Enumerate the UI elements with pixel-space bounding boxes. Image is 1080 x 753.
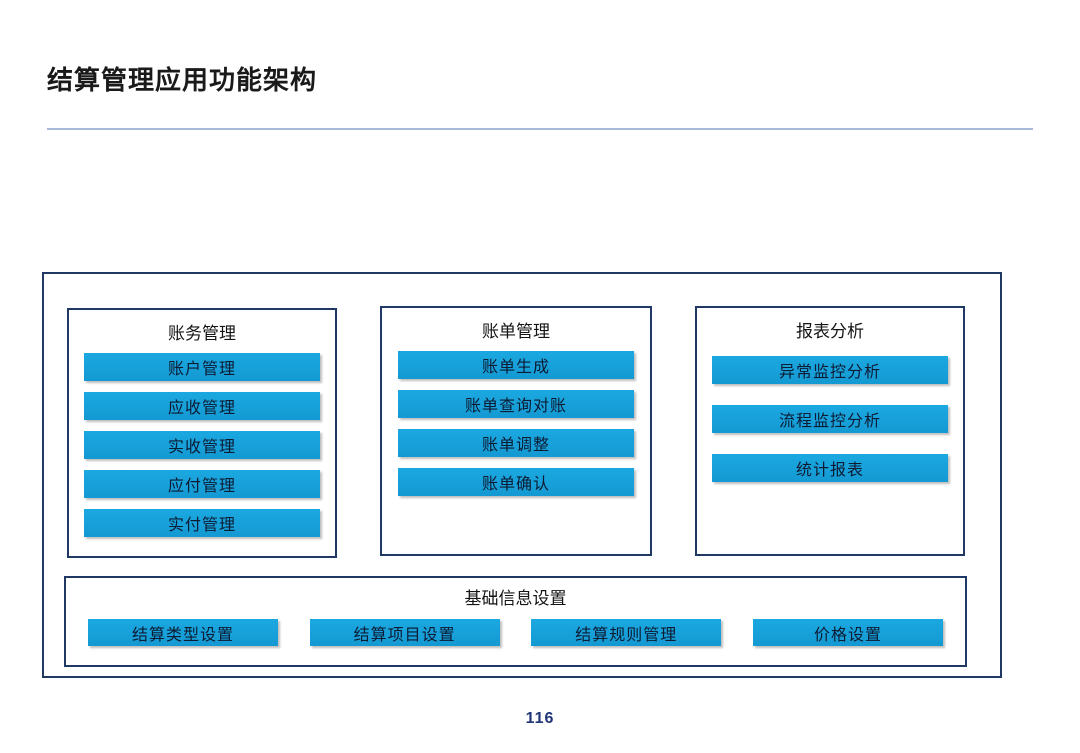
group-bars: 异常监控分析 流程监控分析 统计报表	[697, 356, 963, 503]
module-item: 实付管理	[84, 509, 320, 537]
group-bars: 账户管理 应收管理 实收管理 应付管理 实付管理	[69, 353, 335, 548]
module-item: 结算项目设置	[309, 619, 500, 646]
module-item: 账户管理	[84, 353, 320, 381]
group-box-account-management: 账务管理 账户管理 应收管理 实收管理 应付管理 实付管理	[67, 308, 337, 558]
module-item: 账单确认	[398, 468, 634, 496]
module-item: 实收管理	[84, 431, 320, 459]
module-item: 价格设置	[752, 619, 943, 646]
group-title: 基础信息设置	[464, 589, 567, 608]
module-item: 流程监控分析	[712, 405, 948, 433]
group-bars: 结算类型设置 结算项目设置 结算规则管理 价格设置	[66, 619, 965, 646]
module-item: 应收管理	[84, 392, 320, 420]
module-item: 应付管理	[84, 470, 320, 498]
group-title: 账单管理	[482, 322, 550, 341]
group-bars: 账单生成 账单查询对账 账单调整 账单确认	[382, 351, 650, 507]
architecture-container: 账务管理 账户管理 应收管理 实收管理 应付管理 实付管理 账单管理 账单生成 …	[42, 272, 1002, 678]
module-item: 账单调整	[398, 429, 634, 457]
group-title: 报表分析	[796, 322, 864, 341]
page-title: 结算管理应用功能架构	[47, 65, 318, 95]
module-item: 账单查询对账	[398, 390, 634, 418]
module-item: 统计报表	[712, 454, 948, 482]
group-box-report-analysis: 报表分析 异常监控分析 流程监控分析 统计报表	[695, 306, 965, 556]
module-item: 结算规则管理	[531, 619, 722, 646]
module-item: 异常监控分析	[712, 356, 948, 384]
group-box-base-info-settings: 基础信息设置 结算类型设置 结算项目设置 结算规则管理 价格设置	[64, 576, 967, 667]
group-box-bill-management: 账单管理 账单生成 账单查询对账 账单调整 账单确认	[380, 306, 652, 556]
group-title: 账务管理	[168, 324, 236, 343]
title-divider	[47, 128, 1033, 130]
page-number: 116	[525, 710, 555, 727]
module-item: 结算类型设置	[88, 619, 278, 646]
module-item: 账单生成	[398, 351, 634, 379]
